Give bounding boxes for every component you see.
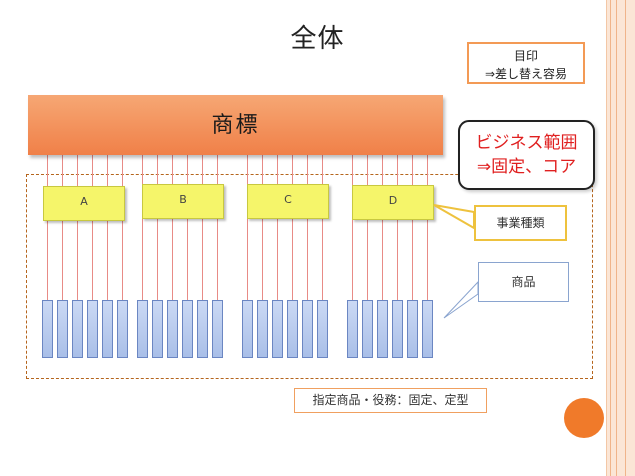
connector-line — [47, 155, 48, 300]
product-box — [197, 300, 208, 358]
frame-line — [625, 0, 626, 476]
product-box — [87, 300, 98, 358]
connector-line — [352, 155, 353, 300]
mark-callout-line2: ⇒差し替え容易 — [484, 67, 568, 81]
product-box — [287, 300, 298, 358]
connector-line — [292, 155, 293, 300]
connector-line — [77, 155, 78, 300]
product-box — [57, 300, 68, 358]
business-scope-line1: ビジネス範囲 — [475, 133, 578, 153]
connector-line — [412, 155, 413, 300]
product-box — [272, 300, 283, 358]
connector-line — [322, 155, 323, 300]
connector-line — [187, 155, 188, 300]
connector-line — [427, 155, 428, 300]
designated-scope-box — [26, 174, 593, 379]
connector-line — [122, 155, 123, 300]
product-box — [212, 300, 223, 358]
connector-line — [142, 155, 143, 300]
connector-line — [62, 155, 63, 300]
connector-line — [157, 155, 158, 300]
connector-line — [202, 155, 203, 300]
connector-line — [397, 155, 398, 300]
product-box — [42, 300, 53, 358]
product-box — [422, 300, 433, 358]
product-box — [362, 300, 373, 358]
mark-callout: 目印 ⇒差し替え容易 — [467, 42, 585, 84]
category-box-c: C — [247, 184, 329, 219]
product-box — [347, 300, 358, 358]
slide-title: 全体 — [290, 24, 345, 54]
product-box — [72, 300, 83, 358]
business-scope-line2: ⇒固定、コア — [476, 157, 577, 177]
product-box — [317, 300, 328, 358]
category-box-b: B — [142, 184, 224, 219]
product-box — [242, 300, 253, 358]
product-box — [182, 300, 193, 358]
frame-line — [616, 0, 617, 476]
connector-line — [367, 155, 368, 300]
frame-line — [610, 0, 611, 476]
product-box — [137, 300, 148, 358]
mark-callout-line1: 目印 — [513, 49, 538, 63]
connector-line — [172, 155, 173, 300]
product-box — [102, 300, 113, 358]
connector-line — [307, 155, 308, 300]
product-box — [257, 300, 268, 358]
connector-line — [247, 155, 248, 300]
connector-line — [92, 155, 93, 300]
designated-goods-label: 指定商品・役務：固定、定型 — [294, 388, 487, 413]
connector-line — [217, 155, 218, 300]
product-box — [407, 300, 418, 358]
product-box — [392, 300, 403, 358]
product-box — [117, 300, 128, 358]
category-box-a: A — [43, 186, 125, 221]
product-label: 商品 — [478, 262, 569, 302]
business-scope-callout: ビジネス範囲 ⇒固定、コア — [458, 120, 595, 190]
product-box — [377, 300, 388, 358]
product-box — [152, 300, 163, 358]
connector-line — [382, 155, 383, 300]
product-pointer — [443, 280, 479, 319]
connector-line — [107, 155, 108, 300]
product-box — [167, 300, 178, 358]
category-box-d: D — [352, 185, 434, 220]
accent-dot — [564, 398, 604, 438]
connector-line — [277, 155, 278, 300]
brand-bar: 商標 — [28, 95, 443, 155]
product-box — [302, 300, 313, 358]
connector-line — [262, 155, 263, 300]
business-type-pointer — [433, 204, 475, 230]
business-type-label: 事業種類 — [474, 205, 567, 241]
